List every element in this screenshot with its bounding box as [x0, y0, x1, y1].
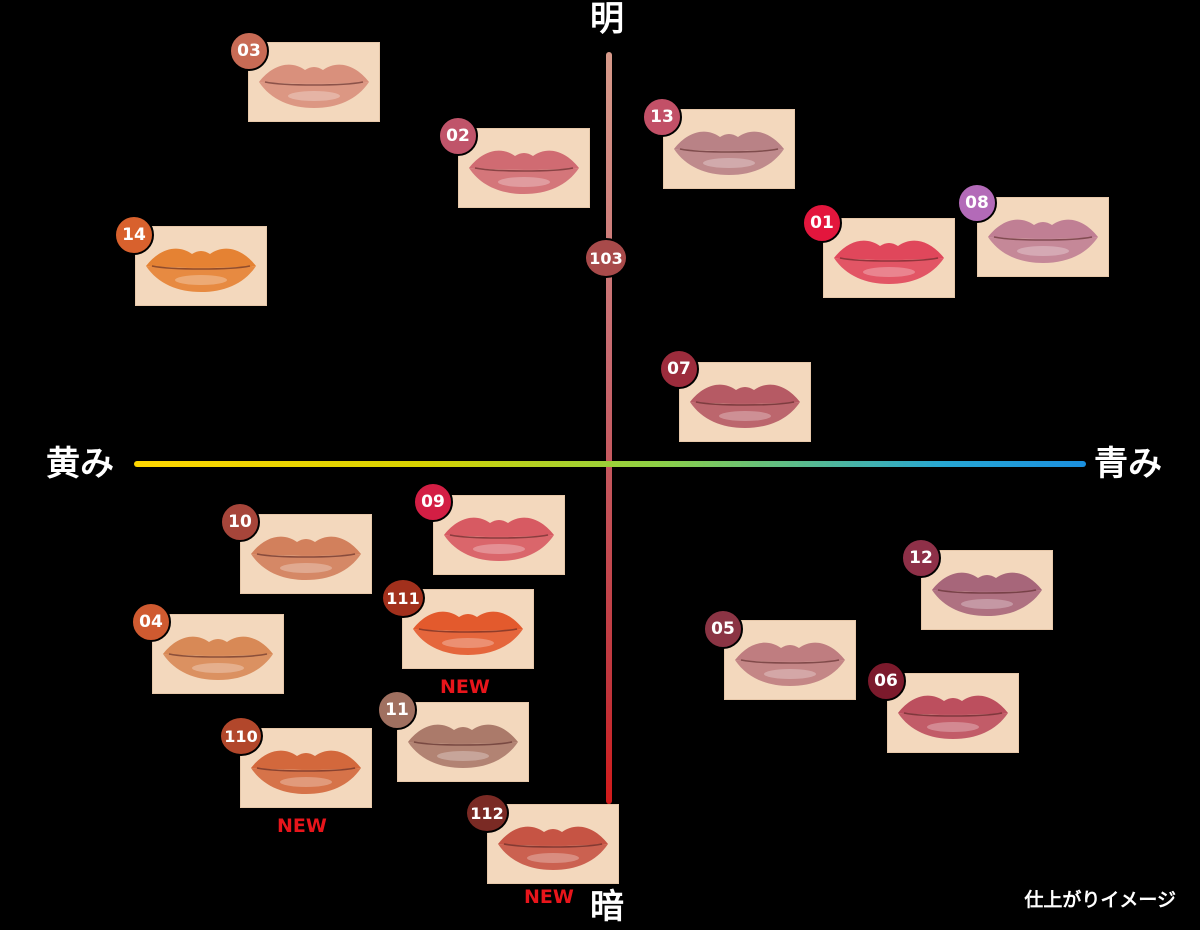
new-label-110: NEW [277, 815, 327, 837]
lip-image [251, 750, 361, 794]
shade-badge-02: 02 [438, 116, 478, 156]
new-label-111: NEW [440, 676, 490, 698]
shade-badge-103: 103 [584, 238, 628, 278]
shade-swatch-12 [921, 550, 1053, 630]
shade-badge-05: 05 [703, 609, 743, 649]
shade-badge-110: 110 [219, 716, 263, 756]
shade-badge-08: 08 [957, 183, 997, 223]
new-label-112: NEW [524, 886, 574, 908]
shade-swatch-112 [487, 804, 619, 884]
shade-swatch-14 [135, 226, 267, 306]
lip-image [898, 695, 1008, 739]
shade-badge-06: 06 [866, 661, 906, 701]
shade-badge-14: 14 [114, 215, 154, 255]
lip-image [163, 636, 273, 680]
lip-image [735, 642, 845, 686]
shade-badge-111: 111 [381, 578, 425, 618]
axis-label-right: 青み [1094, 444, 1162, 484]
vertical-axis-line [606, 52, 612, 804]
shade-swatch-03 [248, 42, 380, 122]
shade-badge-112: 112 [465, 793, 509, 833]
lip-image [834, 240, 944, 284]
lip-image [988, 219, 1098, 263]
lip-image [469, 150, 579, 194]
shade-swatch-01 [823, 218, 955, 298]
shade-badge-13: 13 [642, 97, 682, 137]
shade-badge-03: 03 [229, 31, 269, 71]
shade-badge-10: 10 [220, 502, 260, 542]
shade-swatch-08 [977, 197, 1109, 277]
shade-badge-11: 11 [377, 690, 417, 730]
finish-caption: 仕上がりイメージ [1024, 889, 1176, 911]
lip-image [259, 64, 369, 108]
shade-badge-07: 07 [659, 349, 699, 389]
lip-image [932, 572, 1042, 616]
axis-label-left: 黄み [46, 444, 114, 484]
shade-swatch-06 [887, 673, 1019, 753]
horizontal-axis-line [134, 461, 1086, 467]
shade-badge-12: 12 [901, 538, 941, 578]
shade-swatch-05 [724, 620, 856, 700]
shade-swatch-111 [402, 589, 534, 669]
shade-badge-09: 09 [413, 482, 453, 522]
axis-label-bottom: 暗 [590, 887, 624, 927]
shade-swatch-11 [397, 702, 529, 782]
shade-swatch-02 [458, 128, 590, 208]
axis-label-top: 明 [590, 0, 624, 39]
shade-badge-04: 04 [131, 602, 171, 642]
shade-swatch-04 [152, 614, 284, 694]
lip-image [146, 248, 256, 292]
shade-swatch-09 [433, 495, 565, 575]
lip-image [498, 826, 608, 870]
lip-image [674, 131, 784, 175]
lip-image [444, 517, 554, 561]
lip-image [413, 611, 523, 655]
lip-image [408, 724, 518, 768]
lip-image [690, 384, 800, 428]
shade-badge-01: 01 [802, 203, 842, 243]
shade-swatch-13 [663, 109, 795, 189]
shade-swatch-07 [679, 362, 811, 442]
lip-image [251, 536, 361, 580]
shade-swatch-10 [240, 514, 372, 594]
